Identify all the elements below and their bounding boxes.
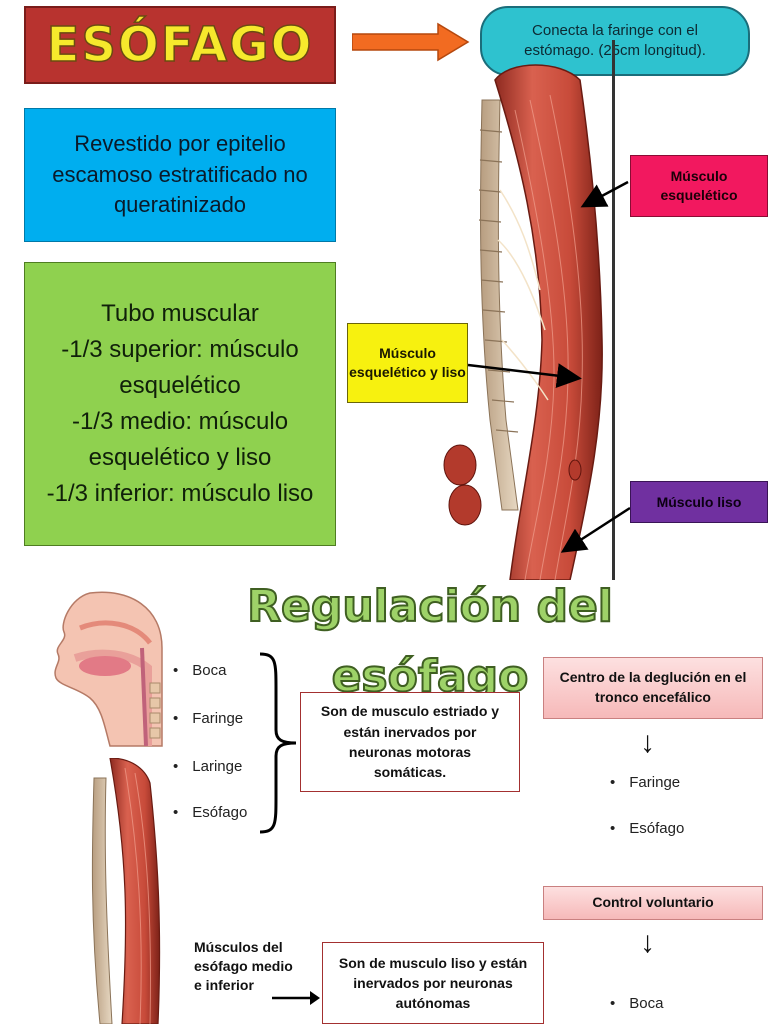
regulation-title: Regulación del esófago — [246, 580, 614, 703]
list-item: Faringe — [173, 710, 243, 727]
list-item: Esófago — [173, 804, 247, 821]
muscle-tube-line-middle: -1/3 medio: músculo esquelético y liso — [71, 408, 289, 471]
striated-note-box: Son de musculo estriado y están inervado… — [300, 692, 520, 792]
esophagus-illustration — [443, 40, 615, 580]
voluntary-control-box: Control voluntario — [543, 886, 763, 920]
list-item: Laringe — [173, 758, 242, 775]
mixed-muscle-label: Músculo esquelético y liso — [347, 323, 468, 403]
down-arrow-icon: ↓ — [640, 926, 655, 959]
smooth-muscle-label: Músculo liso — [630, 481, 768, 523]
muscle-tube-line-lower: -1/3 inferior: músculo liso — [46, 480, 314, 507]
muscle-tube-heading: Tubo muscular — [101, 300, 259, 327]
smooth-note-box: Son de musculo liso y están inervados po… — [322, 942, 544, 1024]
esophagus-illustration-small — [91, 758, 161, 1024]
swallow-targets-list: Faringe Esófago — [610, 774, 730, 844]
title-banner: ESÓFAGO — [24, 6, 336, 84]
voluntary-targets-list: Boca — [610, 995, 730, 1019]
epithelium-box: Revestido por epitelio escamoso estratif… — [24, 108, 336, 242]
lower-muscles-label: Músculos del esófago medio e inferior — [194, 939, 293, 993]
down-arrow-icon: ↓ — [640, 726, 655, 759]
list-item: Boca — [610, 995, 663, 1012]
muscle-tube-box: Tubo muscular -1/3 superior: músculo esq… — [24, 262, 336, 546]
skeletal-muscle-label: Músculo esquelético — [630, 155, 768, 217]
list-item: Boca — [173, 662, 226, 679]
muscle-tube-line-upper: -1/3 superior: músculo esquelético — [61, 336, 299, 399]
structures-list: Boca Faringe Laringe Esófago — [173, 662, 273, 832]
swallow-center-box: Centro de la deglución en el tronco ence… — [543, 657, 763, 719]
orange-arrow-icon — [352, 22, 470, 62]
right-arrow-icon — [272, 991, 320, 1005]
list-item: Faringe — [610, 774, 680, 791]
page-title: ESÓFAGO — [46, 16, 314, 74]
head-sagittal-illustration — [54, 591, 163, 747]
bracket-icon — [259, 652, 297, 834]
list-item: Esófago — [610, 820, 684, 837]
